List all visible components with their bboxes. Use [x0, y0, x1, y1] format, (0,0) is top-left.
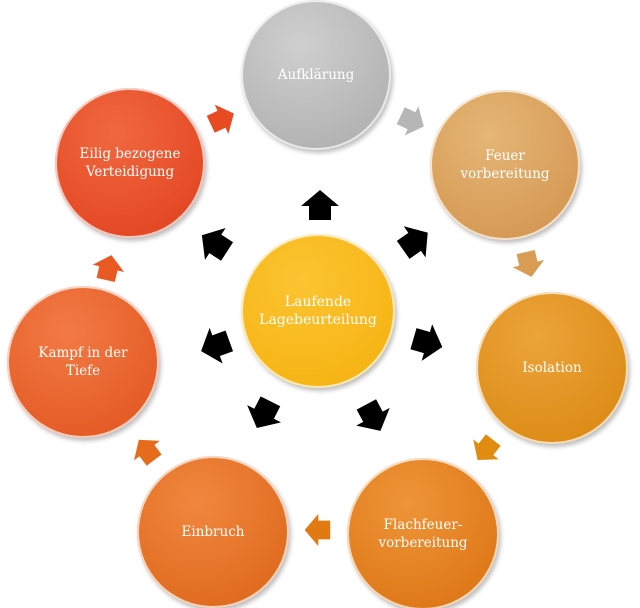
node-label: Einbruch	[181, 524, 245, 540]
node-isolation: Isolation	[476, 292, 628, 444]
node-aufklaerung: Aufklärung	[241, 0, 391, 150]
arrow-icon-aufklaerung-to-feuer	[393, 101, 431, 142]
node-flachfeuervorbereitung: Flachfeuer- vorbereitung	[347, 458, 499, 608]
node-label: Kampf in der Tiefe	[38, 345, 128, 379]
node-feuervorbereitung: Feuer vorbereitung	[430, 90, 580, 240]
node-label: Flachfeuer- vorbereitung	[378, 517, 468, 551]
node-label: Isolation	[522, 360, 582, 376]
arrow-icon-kampf-to-eilig	[89, 251, 128, 284]
node-center-laufende-lagebeurteilung: Laufende Lagebeurteilung	[241, 234, 395, 388]
arrow-icon-feuer-to-isolation	[509, 248, 548, 281]
arrow-icon-center-to-aufklaerung	[301, 190, 339, 220]
arrow-icon-center-to-flachfeuer	[349, 395, 398, 440]
arrow-icon-isolation-to-flachfeuer	[464, 430, 507, 470]
arrow-icon-eilig-to-aufklaerung	[203, 98, 241, 139]
arrow-icon-center-to-kampf	[194, 323, 236, 370]
center-label: Laufende Lagebeurteilung	[259, 294, 377, 328]
arrow-icon-center-to-feuer	[392, 217, 439, 266]
arrow-icon-flachfeuer-to-einbruch	[304, 513, 331, 547]
node-label: Feuer vorbereitung	[460, 148, 550, 182]
arrow-icon-center-to-einbruch	[239, 392, 288, 437]
arrow-icon-einbruch-to-kampf	[125, 430, 168, 470]
arrow-icon-center-to-isolation	[408, 320, 448, 366]
node-label: Aufklärung	[277, 67, 355, 83]
node-label: Eilig bezogene Verteidigung	[79, 146, 181, 180]
node-eilig-bezogene-verteidigung: Eilig bezogene Verteidigung	[55, 88, 205, 238]
arrow-icon-center-to-eilig	[191, 219, 238, 268]
node-kampf-in-der-tiefe: Kampf in der Tiefe	[7, 286, 159, 438]
node-einbruch: Einbruch	[137, 456, 289, 608]
